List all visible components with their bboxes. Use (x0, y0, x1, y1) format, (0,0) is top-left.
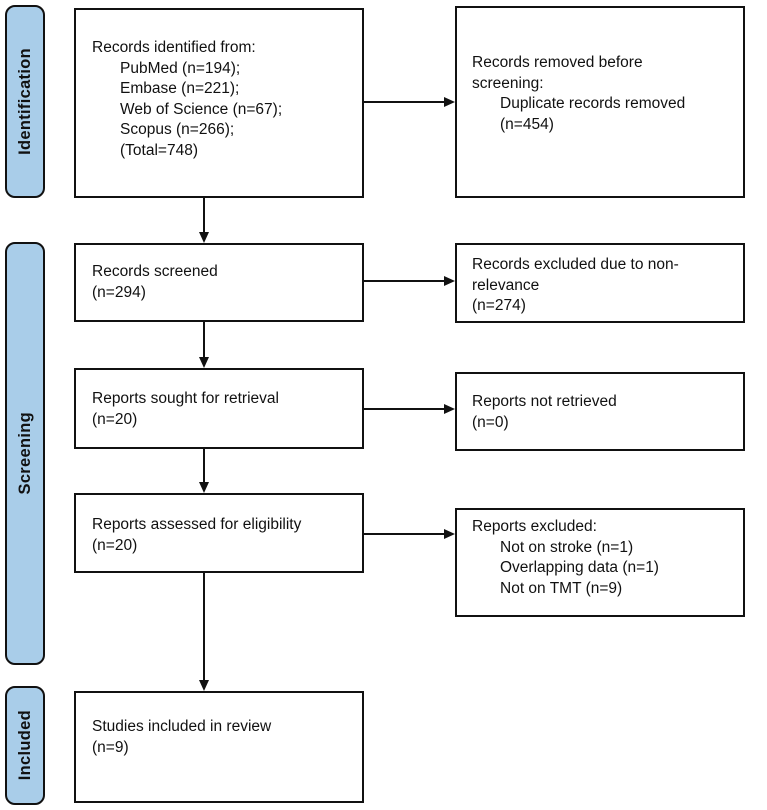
stage-identification: Identification (5, 5, 45, 198)
box-text-line: Reports not retrieved (472, 393, 617, 410)
stage-identification-label: Identification (15, 48, 34, 155)
box-text-line: (n=20) (92, 410, 138, 428)
box-reports-sought: Reports sought for retrieval (n=20) (74, 368, 364, 449)
box-records-excluded: Records excluded due to non-relevance (n=… (455, 243, 745, 323)
box-text-line: Overlapping data (n=1) (500, 559, 659, 576)
box-text-line: Studies included in review (92, 718, 272, 735)
box-text-line: Not on TMT (n=9) (500, 579, 623, 597)
box-text-line: Embase (n=221); (120, 80, 240, 97)
arrow-right-icon (444, 96, 455, 107)
arrow-right-icon (444, 528, 455, 539)
box-reports-excluded: Reports excluded: Not on stroke (n=1) Over… (455, 508, 745, 617)
arrow-line (203, 449, 205, 482)
arrow-right-icon (444, 275, 455, 286)
box-text-line: Not on stroke (n=1) (500, 538, 634, 556)
box-text-line: Scopus (n=266); (120, 121, 235, 138)
box-text-line: (n=454) (500, 115, 554, 133)
stage-screening: Screening (5, 242, 45, 665)
box-text-line: (n=9) (92, 738, 129, 756)
box-text-line: (n=274) (472, 297, 526, 314)
box-text-line: screening: (472, 74, 544, 92)
arrow-line (203, 322, 205, 357)
box-text-line: (n=20) (92, 536, 138, 554)
box-records-identified: Records identified from: PubMed (n=194); E… (74, 8, 364, 198)
box-text-line: relevance (472, 276, 540, 294)
box-text-line: Records removed before (472, 54, 643, 71)
arrow-down-icon (198, 232, 209, 243)
arrow-line (364, 101, 444, 103)
arrow-line (203, 198, 205, 232)
box-text-line: Reports assessed for eligibility (92, 516, 302, 533)
arrow-down-icon (198, 357, 209, 368)
box-text-line: (Total=748) (120, 141, 198, 159)
box-text-line: Reports sought for retrieval (92, 390, 279, 407)
box-text-line: Duplicate records removed (500, 95, 686, 112)
box-records-removed: Records removed before screening: Duplicat… (455, 6, 745, 198)
arrow-down-icon (198, 680, 209, 691)
box-studies-included: Studies included in review (n=9) (74, 691, 364, 803)
box-text-line: Records excluded due to non- (472, 256, 679, 273)
arrow-right-icon (444, 403, 455, 414)
box-text-line: (n=0) (472, 413, 509, 431)
box-reports-not-retrieved: Reports not retrieved (n=0) (455, 372, 745, 451)
box-text-line: Records screened (92, 263, 218, 280)
arrow-line (203, 573, 205, 680)
box-text-line: (n=294) (92, 283, 146, 301)
box-text-line: Reports excluded: (472, 518, 597, 535)
box-text-line: PubMed (n=194); (120, 59, 241, 77)
stage-included: Included (5, 686, 45, 805)
arrow-line (364, 408, 444, 410)
box-text-line: Web of Science (n=67); (120, 100, 283, 118)
arrow-line (364, 533, 444, 535)
box-records-screened: Records screened (n=294) (74, 243, 364, 322)
arrow-line (364, 280, 444, 282)
arrow-down-icon (198, 482, 209, 493)
box-text-line: Records identified from: (92, 39, 256, 56)
stage-included-label: Included (15, 710, 34, 781)
box-reports-assessed: Reports assessed for eligibility (n=20) (74, 493, 364, 573)
stage-screening-label: Screening (15, 412, 34, 495)
